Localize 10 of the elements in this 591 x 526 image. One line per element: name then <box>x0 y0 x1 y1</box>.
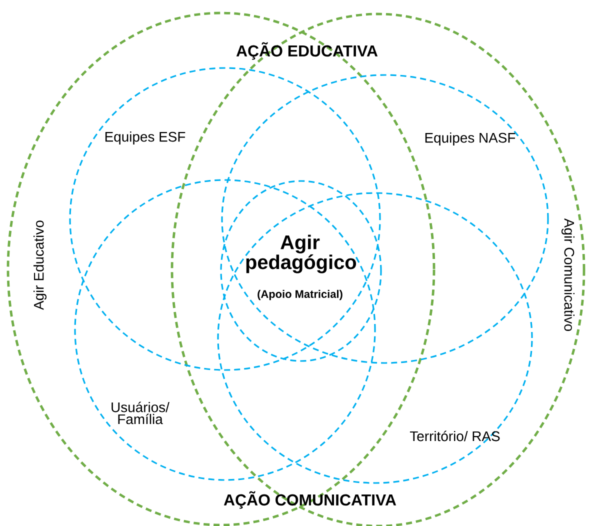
node-label: Agir Comunicativo <box>562 218 574 331</box>
node-label: Usuários/ Família <box>112 402 170 424</box>
node-label: Território/ RAS <box>410 430 500 442</box>
dashed-circle <box>220 180 382 362</box>
node-label: Equipes ESF <box>105 132 186 144</box>
node-label: Agir Educativo <box>34 220 46 310</box>
node-label: Agir pedagógico <box>246 234 356 274</box>
heading: AÇÃO EDUCATIVA <box>236 42 378 60</box>
node-label: (Apoio Matricial) <box>258 290 342 300</box>
node-label: Equipes NASF <box>425 132 516 146</box>
